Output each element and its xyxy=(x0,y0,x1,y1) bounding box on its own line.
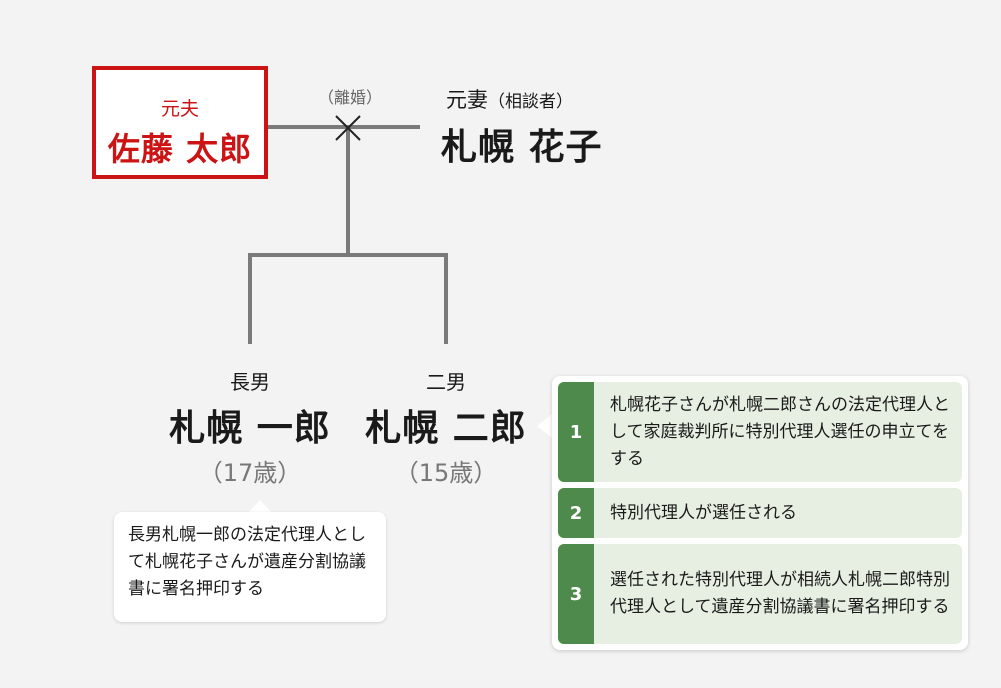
child-role: 二男 xyxy=(426,370,466,394)
steps-bubble-tail xyxy=(537,414,552,438)
divorce-cross-icon xyxy=(335,115,361,141)
step-number: 2 xyxy=(558,488,594,538)
divorce-label: （離婚） xyxy=(317,88,382,107)
child-eldest: 長男 札幌 一郎 （17歳） xyxy=(160,366,340,488)
ex-wife-role-note: （相談者） xyxy=(488,92,573,112)
child-age: （15歳） xyxy=(394,459,498,487)
step-number: 1 xyxy=(558,382,594,482)
child-age: （17歳） xyxy=(198,459,302,487)
ex-wife-name: 札幌 花子 xyxy=(441,127,603,168)
step-item: 1 札幌花子さんが札幌二郎さんの法定代理人として家庭裁判所に特別代理人選任の申立… xyxy=(558,382,962,482)
step-text: 特別代理人が選任される xyxy=(610,502,797,523)
step-item: 3 選任された特別代理人が相続人札幌二郎特別代理人として遺産分割協議書に署名押印… xyxy=(558,544,962,644)
step-text: 選任された特別代理人が相続人札幌二郎特別代理人として遺産分割協議書に署名押印する xyxy=(610,570,950,617)
child-name: 札幌 二郎 xyxy=(365,408,527,449)
steps-panel: 1 札幌花子さんが札幌二郎さんの法定代理人として家庭裁判所に特別代理人選任の申立… xyxy=(552,376,968,650)
step-number: 3 xyxy=(558,544,594,644)
child-role: 長男 xyxy=(230,370,270,394)
step-text: 札幌花子さんが札幌二郎さんの法定代理人として家庭裁判所に特別代理人選任の申立てを… xyxy=(610,394,950,469)
note-bubble-tail xyxy=(248,500,272,513)
ex-husband-role: 元夫 xyxy=(160,98,199,120)
step-item: 2 特別代理人が選任される xyxy=(558,488,962,538)
ex-wife-role: 元妻 xyxy=(446,88,488,112)
child-second: 二男 札幌 二郎 （15歳） xyxy=(356,366,536,488)
eldest-son-note-bubble: 長男札幌一郎の法定代理人として札幌花子さんが遺産分割協議書に署名押印する xyxy=(114,512,386,622)
child-name: 札幌 一郎 xyxy=(169,408,331,449)
ex-wife-role-line: 元妻（相談者） xyxy=(446,84,573,114)
ex-husband-name: 佐藤 太郎 xyxy=(107,130,253,168)
ex-husband-box: 元夫 佐藤 太郎 xyxy=(92,66,268,179)
